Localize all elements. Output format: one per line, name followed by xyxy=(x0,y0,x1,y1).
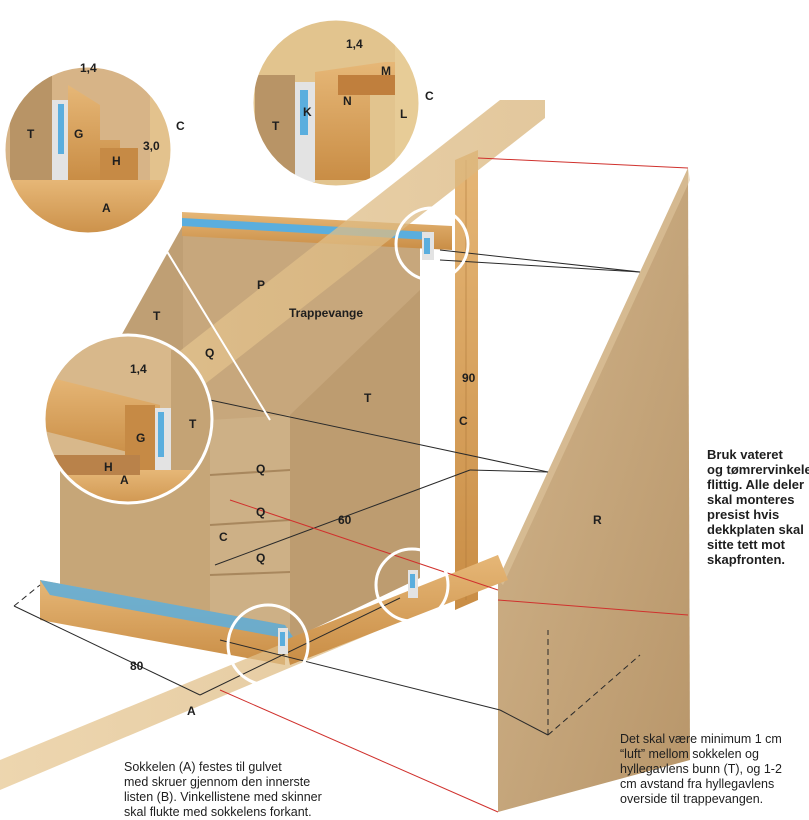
note-right: Bruk vateret og tømrervinkelen flittig. … xyxy=(707,447,809,567)
label-h-circle-left: H xyxy=(112,154,121,168)
label-q-4: Q xyxy=(256,551,265,565)
label-a-bottom: A xyxy=(187,704,196,718)
dim-1-4-left: 1,4 xyxy=(80,61,97,75)
red-guides xyxy=(219,157,689,813)
detail-circle-small-1 xyxy=(394,206,470,282)
dim-90: 90 xyxy=(462,371,476,385)
detail-circle-left xyxy=(2,64,174,236)
label-c-circle-left: C xyxy=(176,119,185,133)
dim-1-4-mid: 1,4 xyxy=(130,362,147,376)
label-a-circle-mid: A xyxy=(120,473,129,487)
dim-3-0: 3,0 xyxy=(143,139,160,153)
label-c-circle-top: C xyxy=(425,89,434,103)
note-bottom-left-line: Sokkelen (A) festes til gulvet xyxy=(124,760,282,774)
note-bottom-left: Sokkelen (A) festes til gulvet med skrue… xyxy=(124,760,322,820)
label-trappevange: Trappevange xyxy=(289,306,363,320)
dim-1-4-top: 1,4 xyxy=(346,37,363,51)
label-t-circle-mid: T xyxy=(189,417,197,431)
note-right-line: skal monteres xyxy=(707,492,795,507)
note-right-line: sitte tett mot xyxy=(707,537,785,552)
detail-circle-top xyxy=(250,17,422,189)
guide-lines xyxy=(13,239,641,736)
note-right-line: flittig. Alle deler xyxy=(707,477,805,492)
note-right-line: presist hvis xyxy=(707,507,780,522)
label-a-circle-left: A xyxy=(102,201,111,215)
label-p: P xyxy=(257,278,265,292)
note-bottom-left-line: listen (B). Vinkellistene med skinner xyxy=(124,790,322,804)
label-l-circle-top: L xyxy=(400,107,407,121)
note-bottom-left-line: skal flukte med sokkelens forkant. xyxy=(124,805,312,819)
note-bottom-right-line: cm avstand fra hyllegavlens xyxy=(620,777,775,791)
label-g-circle-mid: G xyxy=(136,431,145,445)
label-c-shelf: C xyxy=(219,530,228,544)
note-bottom-right-line: overside til trappevangen. xyxy=(620,792,764,806)
note-bottom-right-line: hyllegavlens bunn (T), og 1-2 xyxy=(620,762,782,776)
label-t-circle-top: T xyxy=(272,119,280,133)
label-t-front: T xyxy=(364,391,372,405)
note-bottom-right-line: “luft” mellom sokkelen og xyxy=(620,747,759,761)
note-bottom-left-line: med skruer gjennom den innerste xyxy=(124,775,311,789)
label-h-circle-mid: H xyxy=(104,460,113,474)
label-t-gable: T xyxy=(153,309,161,323)
part-labels: T G H C A T K N M L C G T H A P Trappeva… xyxy=(27,64,602,718)
label-k-circle-top: K xyxy=(303,105,312,119)
label-q-2: Q xyxy=(256,462,265,476)
dimension-labels: 1,4 3,0 1,4 1,4 90 60 80 xyxy=(80,37,476,673)
note-right-line: dekkplaten skal xyxy=(707,522,804,537)
dim-80: 80 xyxy=(130,659,144,673)
hidden-edges xyxy=(13,584,641,736)
note-right-line: og tømrervinkelen xyxy=(707,462,809,477)
label-g-circle-left: G xyxy=(74,127,83,141)
note-right-line: skapfronten. xyxy=(707,552,786,567)
side-panel-r xyxy=(498,168,690,812)
plinth-right xyxy=(285,555,508,665)
label-c-post: C xyxy=(459,414,468,428)
detail-circle-small-2 xyxy=(374,547,450,623)
note-bottom-right: Det skal være minimum 1 cm “luft” mellom… xyxy=(620,732,782,807)
label-q-3: Q xyxy=(256,505,265,519)
detail-circle-small-3 xyxy=(226,603,310,687)
label-t-circle-left: T xyxy=(27,127,35,141)
note-bottom-right-line: Det skal være minimum 1 cm xyxy=(620,732,782,746)
label-n-circle-top: N xyxy=(343,94,352,108)
note-right-line: Bruk vateret xyxy=(707,447,783,462)
label-r: R xyxy=(593,513,602,527)
label-m-circle-top: M xyxy=(381,64,391,78)
label-q-1: Q xyxy=(205,346,214,360)
dim-60: 60 xyxy=(338,513,352,527)
